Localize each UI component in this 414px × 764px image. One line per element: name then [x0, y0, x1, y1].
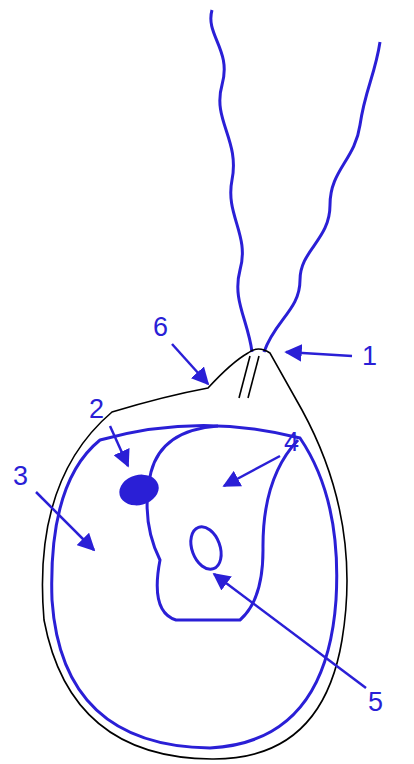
leader-arrow	[110, 426, 128, 466]
leader-arrow	[172, 344, 208, 384]
leader-arrow	[36, 492, 94, 550]
callout-number: 2	[87, 395, 106, 424]
chloroplast	[52, 425, 337, 748]
leader-arrow	[224, 456, 280, 486]
cell-wall	[42, 349, 347, 759]
callout-number: 4	[282, 428, 301, 457]
callout-number: 5	[366, 688, 385, 717]
callout-number: 1	[360, 342, 379, 371]
leader-arrow	[286, 352, 352, 356]
basal-body	[239, 356, 250, 398]
callout-number: 3	[11, 462, 30, 491]
leader-arrow	[214, 574, 366, 688]
basal-body	[248, 356, 259, 398]
flagellum	[264, 42, 380, 352]
callout-number: 6	[151, 313, 170, 342]
eyespot	[116, 470, 162, 509]
pyrenoid	[185, 523, 226, 574]
flagellum	[211, 10, 252, 352]
chloroplast-cup	[147, 426, 298, 620]
